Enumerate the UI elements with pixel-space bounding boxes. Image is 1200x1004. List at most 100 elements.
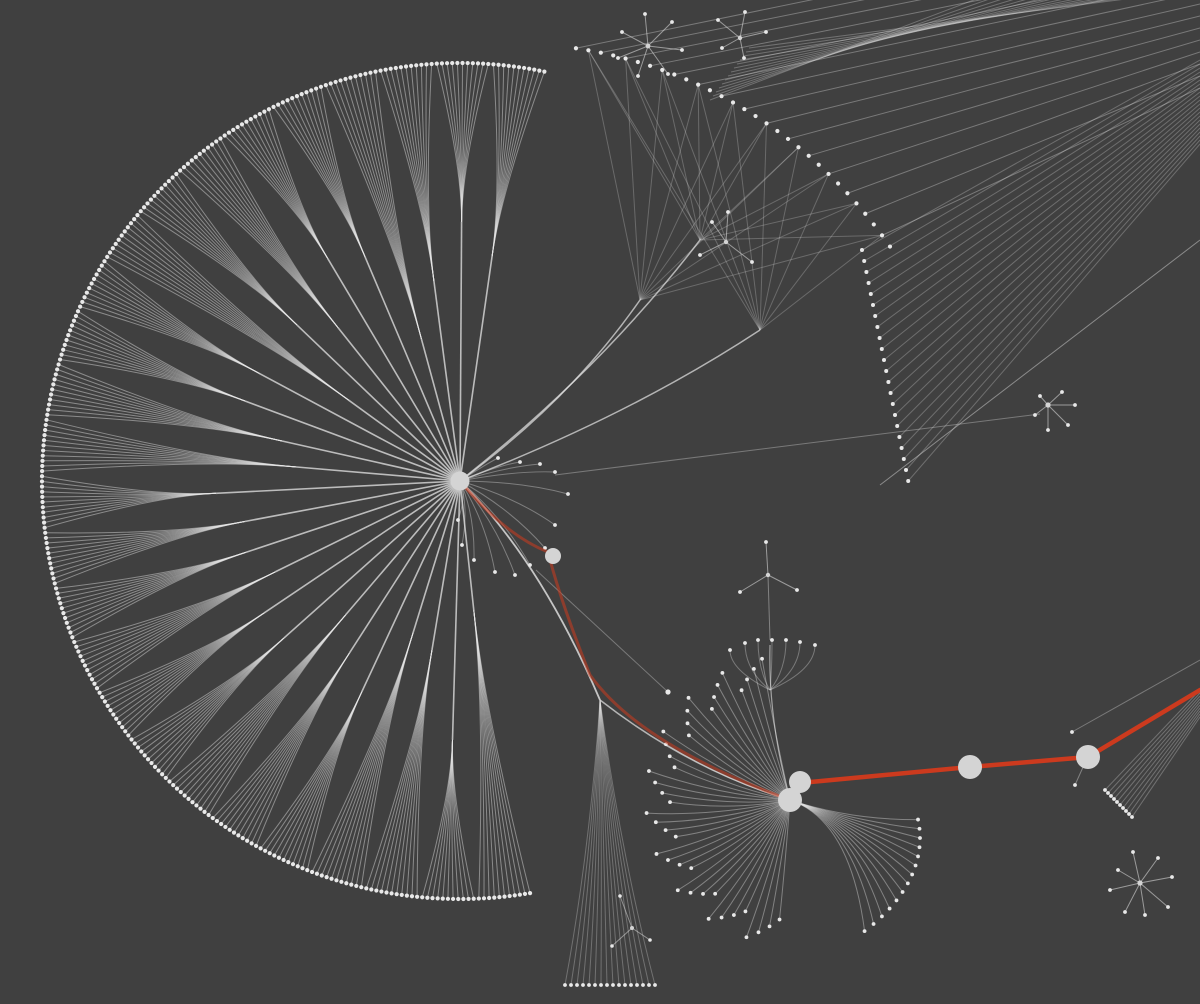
leaf-node — [102, 259, 107, 264]
edge — [733, 799, 791, 916]
leaf-node — [854, 201, 859, 206]
leaf-node — [887, 906, 892, 911]
leaf-node — [425, 895, 430, 900]
leaf-node — [218, 136, 223, 141]
edge — [1034, 404, 1049, 416]
edge — [165, 637, 285, 779]
edge — [576, 699, 601, 986]
leaf-node — [62, 615, 68, 621]
leaf-node — [743, 10, 747, 14]
edge — [291, 97, 366, 258]
edge — [789, 799, 921, 839]
leaf-node — [82, 295, 87, 300]
edge — [344, 480, 461, 616]
edge — [348, 399, 461, 482]
edge — [879, 91, 1200, 339]
edge — [84, 571, 276, 666]
leaf-node — [358, 72, 363, 78]
edge — [459, 463, 541, 482]
edge — [721, 799, 791, 918]
edge — [42, 492, 217, 503]
hub-node — [1076, 745, 1100, 769]
edge — [131, 637, 285, 740]
edge — [107, 612, 265, 707]
edge — [766, 15, 1200, 124]
leaf-node — [71, 318, 77, 323]
edge — [451, 739, 464, 900]
edge — [212, 652, 350, 819]
edge — [619, 895, 633, 929]
edge — [51, 394, 283, 442]
leaf-node — [1124, 809, 1128, 813]
edge — [195, 614, 346, 806]
edge — [1139, 882, 1169, 908]
edge — [1047, 404, 1069, 426]
edge — [461, 63, 479, 222]
leaf-node — [573, 46, 579, 51]
edge — [82, 571, 276, 662]
leaf-node — [528, 563, 532, 567]
edge — [80, 571, 276, 657]
edge — [42, 460, 297, 468]
leaf-node — [450, 60, 455, 66]
leaf-node-layer — [39, 10, 1174, 987]
leaf-node — [684, 77, 689, 82]
leaf-node — [445, 896, 451, 901]
edge — [459, 471, 556, 482]
edge — [94, 571, 276, 685]
edge — [861, 59, 1200, 251]
edge — [441, 63, 463, 222]
edge — [868, 71, 1200, 284]
leaf-node — [887, 244, 893, 249]
leaf-node — [785, 136, 791, 142]
edge — [459, 239, 701, 482]
leaf-node — [189, 158, 194, 163]
edge — [699, 241, 727, 256]
edge — [732, 102, 761, 331]
leaf-node — [152, 193, 157, 198]
leaf-node — [113, 241, 118, 247]
edge — [717, 684, 791, 801]
leaf-node — [393, 65, 398, 71]
leaf-node — [890, 402, 895, 406]
leaf-node — [122, 229, 127, 234]
leaf-node — [798, 640, 802, 644]
edge — [625, 58, 641, 301]
edge — [744, 642, 771, 691]
edge — [45, 521, 245, 534]
edge — [405, 66, 435, 281]
leaf-node — [55, 591, 60, 596]
edge — [335, 81, 422, 340]
hub-node — [765, 572, 771, 578]
leaf-node — [532, 67, 537, 72]
edge — [769, 641, 801, 691]
edge — [442, 739, 453, 899]
leaf-node — [507, 893, 512, 899]
edge — [68, 551, 246, 629]
leaf-node — [52, 377, 57, 382]
leaf-node — [248, 116, 253, 122]
leaf-node — [374, 888, 379, 893]
edge — [220, 652, 350, 825]
edge — [687, 710, 791, 801]
edge — [82, 301, 260, 374]
edge — [42, 463, 297, 472]
leaf-node — [730, 100, 736, 105]
leaf-node — [253, 843, 259, 848]
hub-node — [789, 771, 811, 793]
edge — [789, 799, 897, 901]
leaf-node — [517, 892, 522, 897]
edge — [456, 62, 463, 222]
edge — [894, 119, 1200, 416]
edge — [759, 123, 767, 331]
leaf-node — [653, 820, 658, 825]
edge — [77, 310, 246, 402]
leaf-node — [294, 94, 300, 99]
leaf-node — [66, 333, 71, 338]
leaf-node — [767, 924, 772, 929]
leaf-node — [879, 347, 884, 351]
leaf-node — [862, 929, 867, 934]
leaf-node — [45, 412, 50, 417]
edge — [789, 799, 875, 925]
